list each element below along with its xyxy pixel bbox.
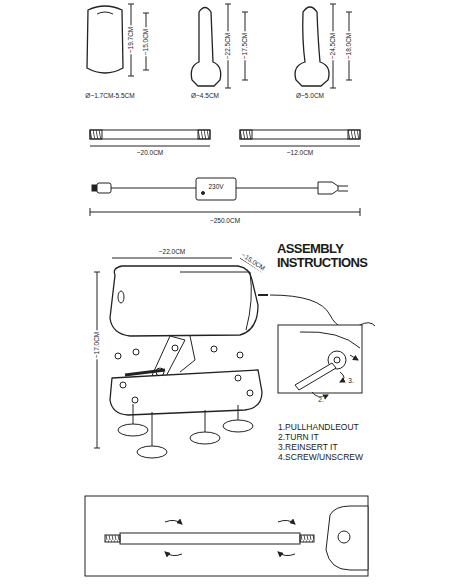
dimension-label: ~19.7CM bbox=[128, 26, 135, 55]
dimension-label: ~15.0CM bbox=[143, 28, 150, 57]
dimension-label: ~22.5CM bbox=[225, 32, 232, 61]
dimension-label: ~17.0CM bbox=[94, 331, 101, 360]
dimension-label: ~17.5CM bbox=[242, 32, 249, 61]
dimension-label: Ø~5.0CM bbox=[295, 93, 325, 100]
dimension-label: ~250.0CM bbox=[209, 218, 241, 225]
section-heading: ASSEMBLY INSTRUCTIONS bbox=[277, 242, 377, 269]
voltage-label: 230V bbox=[207, 184, 224, 191]
instruction-step: 2.TURN IT bbox=[277, 433, 320, 442]
dimension-label: ~24.5CM bbox=[330, 32, 337, 61]
instruction-step: 1.PULLHANDLEOUT bbox=[277, 423, 360, 432]
callout-number: 3. bbox=[347, 378, 354, 385]
dimension-label: ~18.0CM bbox=[346, 32, 353, 61]
dimension-label: ~12.0CM bbox=[286, 150, 315, 157]
instruction-step: 4.SCREW/UNSCREW bbox=[277, 453, 364, 462]
dimension-label: ~22.0CM bbox=[158, 249, 187, 256]
dimension-label: ~20.0CM bbox=[136, 150, 165, 157]
dimension-label: Ø~4.5CM bbox=[190, 93, 220, 100]
instruction-step: 3.REINSERT IT bbox=[277, 443, 339, 452]
callout-number: 2. bbox=[317, 397, 324, 404]
dimension-label: Ø~1.7CM-5.5CM bbox=[84, 93, 135, 100]
